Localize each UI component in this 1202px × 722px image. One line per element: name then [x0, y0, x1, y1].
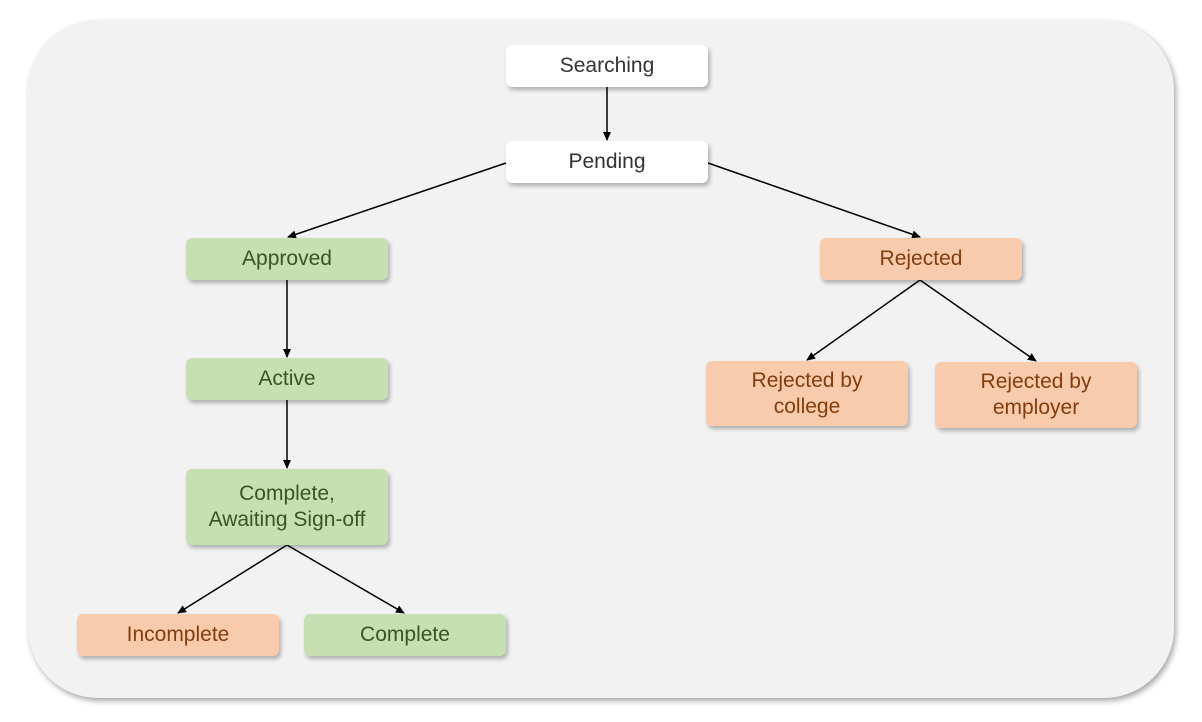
edge-awaiting-complete	[286, 544, 405, 614]
node-rejected-by-college: Rejected by college	[706, 361, 908, 426]
node-approved: Approved	[186, 238, 388, 280]
node-complete-awaiting-signoff: Complete, Awaiting Sign-off	[186, 469, 388, 545]
node-pending: Pending	[506, 141, 708, 183]
edge-pending-rejected	[707, 162, 921, 239]
edge-rejected-college	[806, 279, 921, 361]
node-incomplete: Incomplete	[77, 614, 279, 656]
node-complete: Complete	[304, 614, 506, 656]
edge-awaiting-incomplete	[177, 544, 288, 614]
node-active: Active	[186, 358, 388, 400]
node-searching: Searching	[506, 45, 708, 87]
edge-pending-approved	[287, 162, 507, 239]
edge-rejected-employer	[919, 279, 1037, 362]
node-rejected: Rejected	[820, 238, 1022, 280]
node-rejected-by-employer: Rejected by employer	[935, 362, 1137, 428]
